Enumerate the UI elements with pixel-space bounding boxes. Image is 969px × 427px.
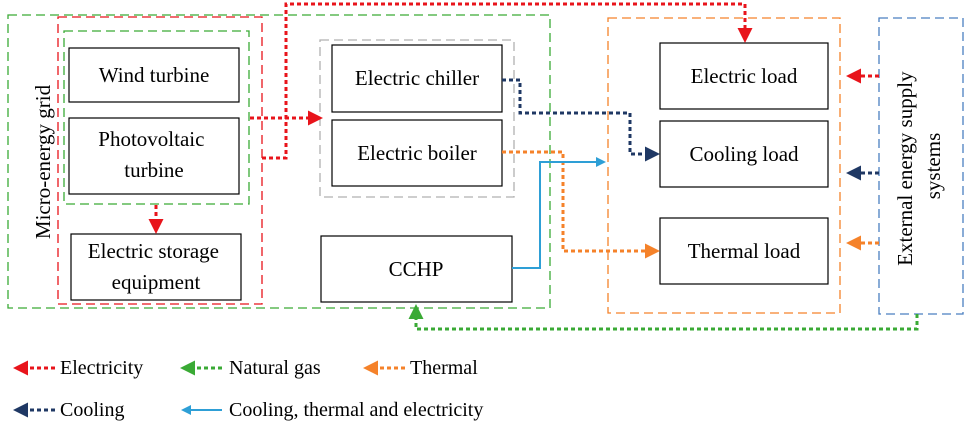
legend-label-electricity: Electricity (60, 357, 143, 379)
renewables-frame (63, 30, 250, 205)
legend-label-cooling: Cooling (60, 399, 124, 421)
cooling-load-label: Cooling load (689, 142, 799, 166)
external-energy-supply-label: External energy supply systems (893, 66, 945, 266)
electric-chiller-node: Electric chiller (331, 44, 503, 113)
micro-energy-grid-label: Micro-energy grid (31, 84, 55, 239)
legend-item-electricity: Electricity (12, 357, 143, 379)
electric-load-label: Electric load (691, 64, 798, 88)
cchp-node: CCHP (320, 235, 513, 303)
legend-item-combined: Cooling, thermal and electricity (181, 399, 483, 421)
cchp-label: CCHP (389, 257, 444, 281)
legend-item-thermal: Thermal (363, 357, 478, 379)
flow-external-gas-to-cchp (408, 304, 919, 331)
legend-label-combined: Cooling, thermal and electricity (229, 399, 483, 421)
flow-boiler-to-thermal-load (502, 150, 660, 259)
flow-cchp-to-loads (512, 157, 606, 269)
wind-turbine-label: Wind turbine (99, 63, 210, 87)
flow-chiller-to-cooling-load (502, 78, 660, 162)
legend-item-natural-gas: Natural gas (180, 357, 321, 379)
loads-frame (607, 17, 841, 314)
electric-boiler-node: Electric boiler (331, 119, 503, 187)
electric-boiler-label: Electric boiler (357, 141, 477, 165)
electric-chiller-label: Electric chiller (355, 66, 479, 90)
photovoltaic-turbine-node: Photovoltaic turbine (68, 117, 240, 195)
photovoltaic-turbine-label: Photovoltaic turbine (98, 127, 209, 182)
electric-storage-label: Electric storage equipment (88, 239, 224, 294)
micro-grid-electric-frame (57, 16, 263, 305)
thermal-load-label: Thermal load (688, 239, 801, 263)
flow-renewables-to-electric-load (262, 2, 753, 160)
external-systems-frame (878, 17, 964, 315)
legend-label-thermal: Thermal (410, 357, 478, 379)
legend-label-natural-gas: Natural gas (229, 357, 321, 379)
cooling-load-node: Cooling load (659, 120, 829, 188)
thermal-load-node: Thermal load (659, 217, 829, 285)
electric-load-node: Electric load (659, 42, 829, 110)
legend-item-cooling: Cooling (12, 399, 124, 421)
wind-turbine-node: Wind turbine (68, 47, 240, 103)
legend: Electricity Natural gas Thermal Cooling … (12, 357, 483, 421)
electric-storage-node: Electric storage equipment (70, 233, 242, 301)
